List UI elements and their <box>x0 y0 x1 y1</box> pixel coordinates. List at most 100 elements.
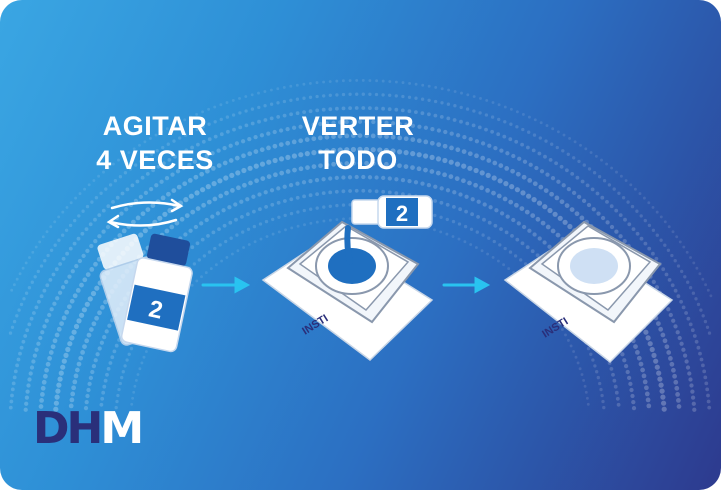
halftone-dot <box>423 167 428 173</box>
halftone-dot <box>586 402 590 406</box>
halftone-dot <box>453 104 457 108</box>
halftone-dot <box>556 179 561 184</box>
halftone-dot <box>344 161 350 166</box>
halftone-dot <box>452 190 457 195</box>
halftone-dot <box>551 127 555 131</box>
halftone-dot <box>661 400 667 406</box>
halftone-dot <box>201 202 206 208</box>
halftone-dot <box>690 328 695 333</box>
halftone-dot <box>257 91 260 95</box>
test-device-result-icon: INSTI <box>503 220 674 363</box>
halftone-dot <box>470 212 474 217</box>
halftone-dot <box>298 166 304 172</box>
halftone-dot <box>46 253 50 258</box>
halftone-dot <box>651 205 655 209</box>
halftone-dot <box>93 238 98 244</box>
halftone-dot <box>600 195 605 200</box>
halftone-dot <box>41 379 47 385</box>
halftone-dot <box>97 174 101 178</box>
halftone-dot <box>202 254 207 258</box>
halftone-dot <box>480 249 484 253</box>
halftone-dot <box>516 221 521 226</box>
halftone-dot <box>187 178 193 183</box>
halftone-dot <box>130 402 134 406</box>
halftone-dot <box>446 116 451 121</box>
halftone-dot <box>348 79 352 82</box>
halftone-dot <box>493 223 498 228</box>
halftone-dot <box>677 335 682 341</box>
halftone-dot <box>571 190 577 196</box>
halftone-dot <box>659 238 663 242</box>
halftone-dot <box>74 196 78 200</box>
halftone-dot <box>383 147 389 154</box>
halftone-dot <box>107 323 112 328</box>
arrow-right-icon <box>442 276 491 294</box>
halftone-dot <box>539 169 545 174</box>
halftone-dot <box>513 254 518 258</box>
halftone-dot <box>387 107 392 112</box>
halftone-dot <box>480 155 486 161</box>
halftone-dot <box>364 146 370 153</box>
halftone-dot <box>72 241 77 246</box>
halftone-dot <box>165 127 169 131</box>
halftone-dot <box>101 390 106 395</box>
halftone-dot <box>140 175 145 180</box>
halftone-dot <box>285 154 291 160</box>
halftone-dot <box>364 133 369 139</box>
halftone-dot <box>263 104 267 108</box>
halftone-dot <box>43 259 47 263</box>
halftone-dot <box>53 220 57 224</box>
halftone-dot <box>673 288 678 293</box>
halftone-dot <box>361 78 365 82</box>
halftone-dot <box>226 129 230 134</box>
halftone-dot <box>401 81 405 85</box>
halftone-dot <box>706 393 710 398</box>
halftone-dot <box>668 356 673 361</box>
halftone-dot <box>271 232 275 236</box>
halftone-dot <box>38 335 43 341</box>
halftone-dot <box>117 158 120 162</box>
halftone-dot <box>686 316 691 321</box>
halftone-dot <box>13 369 18 374</box>
halftone-dot <box>269 102 274 106</box>
halftone-dot <box>164 175 170 181</box>
halftone-dot <box>459 105 463 110</box>
halftone-dot <box>591 207 596 212</box>
halftone-dot <box>485 98 489 102</box>
halftone-dot <box>246 212 250 217</box>
halftone-dot <box>414 82 418 86</box>
halftone-dot <box>566 152 570 156</box>
halftone-dot <box>295 111 300 116</box>
halftone-dot <box>475 230 479 234</box>
halftone-dot <box>140 361 144 365</box>
halftone-dot <box>423 139 429 145</box>
halftone-dot <box>192 262 197 266</box>
halftone-dot <box>199 171 205 177</box>
halftone-dot <box>703 319 708 324</box>
halftone-dot <box>451 235 455 238</box>
halftone-dot <box>631 405 637 411</box>
halftone-dot <box>54 267 59 272</box>
halftone-dot <box>335 203 339 208</box>
halftone-dot <box>452 118 457 122</box>
halftone-dot <box>675 392 680 397</box>
halftone-dot <box>684 359 689 364</box>
halftone-dot <box>467 180 472 186</box>
halftone-dot <box>586 346 591 351</box>
halftone-dot <box>698 351 702 356</box>
halftone-dot <box>397 163 402 169</box>
halftone-dot <box>691 401 696 406</box>
halftone-dot <box>499 148 504 153</box>
halftone-dot <box>150 203 156 208</box>
halftone-dot <box>535 216 541 222</box>
halftone-dot <box>645 397 651 403</box>
halftone-dot <box>655 210 659 214</box>
halftone-dot <box>633 344 638 349</box>
halftone-dot <box>213 134 218 139</box>
halftone-dot <box>136 373 140 376</box>
halftone-dot <box>439 230 443 234</box>
halftone-dot <box>117 387 121 392</box>
halftone-dot <box>259 147 265 153</box>
halftone-dot <box>361 188 366 193</box>
halftone-dot <box>468 136 473 142</box>
